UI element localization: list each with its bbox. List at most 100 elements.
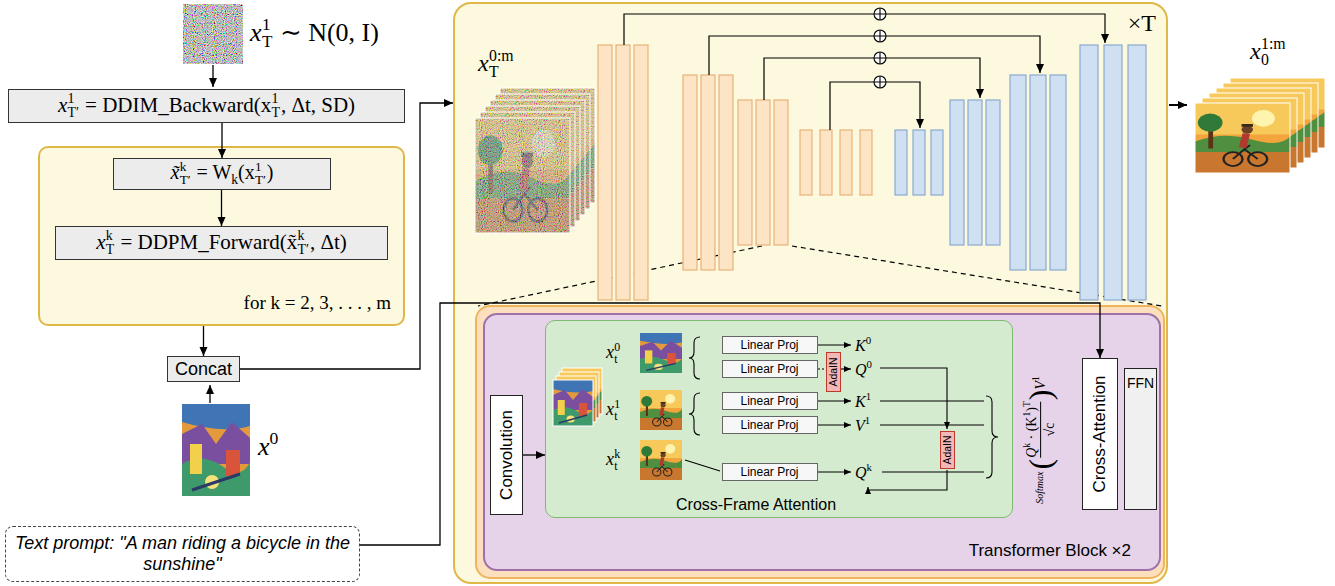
illustration-part [624,14,1105,130]
script-pair: 1:m0 [1261,36,1286,68]
formula: x̃kT′ = Wk(x1T′) [171,160,274,188]
ffn-box: FFN [1124,368,1157,510]
projection-box: Linear Proj [722,336,818,354]
illustration-part [182,404,250,496]
text-label: ×T [1128,10,1156,36]
illustration-part [874,8,886,20]
text-label: Cross-Frame Attention [676,496,836,513]
illustration-part [475,118,570,233]
formula: x1T′ = DDIM_Backward(x1T, Δt, SD) [58,92,355,120]
text-label: Linear Proj [740,338,798,352]
illustration-part [1104,45,1122,300]
cross-attention-box: Cross-Attention [1082,358,1118,510]
process-box: xkT = DDPM_Forward(x̃kT′, Δt) [55,226,388,260]
formula: x1T ∼ N(0, I) [250,16,379,50]
text-label: x [58,93,67,117]
text-label: 0 [614,342,620,354]
text-label: ) [1024,390,1056,401]
transformer-block: Transformer Block ×2Convolution [483,313,1161,571]
text-label: 1 [866,390,871,402]
illustration-part [1195,103,1290,173]
text-label: 1 [272,92,280,106]
connector-arrow [523,454,545,455]
loop-box: for k = 2, 3, . . . , mx̃kT′ = Wk(x1T′)x… [38,146,405,326]
node-caption: Transformer Block ×2 [969,541,1131,561]
text-label: K [855,337,866,354]
illustration-part [624,14,1105,45]
projection-box: Linear Proj [722,416,818,434]
formula: x1t [606,399,621,423]
illustration-part [800,130,812,195]
illustration-part [818,471,851,472]
script-pair: kT′ [298,229,310,257]
text-label: 1 [255,160,266,173]
script-pair: kT [106,229,114,257]
text-label: , Δt) [310,230,347,254]
illustration-part [701,75,715,270]
text-label: k [180,160,191,173]
text-label: 0 [866,334,871,346]
text-label: Linear Proj [740,465,798,479]
illustration-part [874,76,886,88]
text-label: T′ [298,243,310,257]
illustration-part [874,8,886,88]
text-label: Q [855,464,867,481]
node-caption: for k = 2, 3, . . . , m [244,292,391,314]
illustration-part [820,130,832,195]
text-label: 0 [1261,52,1286,68]
text-label: k [614,449,620,461]
illustration-part [553,368,602,426]
illustration-part [212,65,213,87]
illustration-part [1128,45,1146,300]
illustration-part [640,390,682,430]
illustration-part [598,45,612,300]
illustration-part [868,470,947,490]
illustration-part [553,380,593,426]
text-label: x [606,399,614,419]
text-label: T′ [255,173,266,186]
text-label: √c [1040,401,1058,458]
math-label: x0:mT [478,48,515,80]
prompt-box: Text prompt: "A man riding a bicycle in … [5,526,360,582]
illustration-part [1010,75,1026,270]
text-label: k [1022,443,1032,448]
text-label: Linear Proj [740,362,798,376]
formula: V1 [1031,376,1049,389]
illustration-part [818,368,825,369]
illustration-part [880,368,947,429]
text-label: 1:m [1261,36,1286,52]
script-pair: kt [614,449,620,473]
illustration-part [640,440,682,480]
text-label: Cross-Attention [1090,375,1110,492]
illustration-part [880,401,984,472]
concat-box: Concat [167,356,240,382]
adain-box: AdaIN [940,431,955,469]
illustration-part [968,100,982,245]
illustration-part [874,8,886,20]
text-label: V [855,417,865,434]
text-label: 1 [1022,412,1032,417]
formula: x0t [606,342,621,366]
text-label: t [614,411,620,423]
illustration-part [895,45,1146,300]
text-label: Q [1024,448,1039,458]
illustration-part [1195,78,1325,173]
illustration-part [634,45,648,300]
text-label: · (K [1024,417,1039,443]
text-label: V [1033,381,1048,390]
formula: K0 [855,334,871,355]
illustration-part [895,130,907,195]
illustration-part [874,30,886,42]
text-label: AdaIN [941,435,953,464]
text-label: Transformer Block ×2 [969,541,1131,560]
text-label: t [614,461,620,473]
illustration-part [719,75,733,270]
text-label: 1 [262,16,272,33]
text-label: T′ [68,106,80,120]
text-label: x [258,432,270,461]
illustration-part [774,100,788,245]
illustration-part [640,333,682,373]
illustration-part [1050,75,1066,270]
